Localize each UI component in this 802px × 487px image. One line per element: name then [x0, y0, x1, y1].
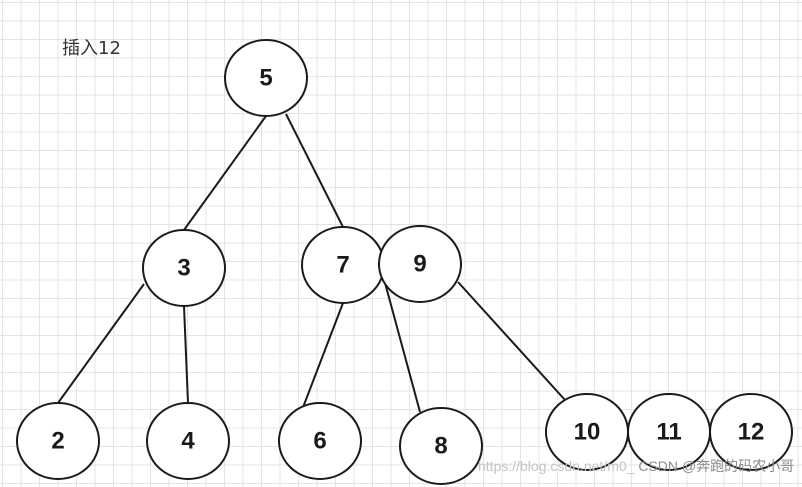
edge-layer: [57, 113, 566, 413]
node-label: 12: [738, 418, 765, 445]
tree-node-3: 3: [142, 229, 226, 307]
edge-5-7: [285, 113, 344, 228]
node-label: 10: [574, 418, 601, 445]
watermark: https://blog.csdn.net/m0_ CSDN @奔跑的码农小哥: [478, 456, 794, 476]
node-label: 11: [656, 418, 681, 445]
edge-3-2: [57, 283, 145, 404]
node-label: 6: [313, 427, 326, 454]
edge-5-3: [183, 115, 267, 231]
node-circle: [378, 225, 462, 303]
node-circle: [142, 229, 226, 307]
node-circle: [146, 402, 230, 480]
node-label: 2: [51, 427, 64, 454]
tree-node-4: 4: [146, 402, 230, 480]
node-circle: [224, 39, 308, 117]
tree-node-2: 2: [16, 402, 100, 480]
watermark-url: https://blog.csdn.net/m0_: [478, 458, 635, 474]
node-label: 3: [177, 254, 190, 281]
tree-node-12: 12: [709, 393, 793, 471]
diagram-caption: 插入12: [62, 38, 121, 59]
node-circle: [399, 407, 483, 485]
tree-node-5: 5: [224, 39, 308, 117]
node-circle: [709, 393, 793, 471]
node-label: 9: [413, 250, 426, 277]
node-label: 4: [181, 427, 195, 454]
node-label: 7: [336, 251, 349, 278]
tree-node-8: 8: [399, 407, 483, 485]
node-label: 5: [259, 64, 272, 91]
edge-7-6: [301, 302, 344, 411]
edge-9-10: [457, 281, 566, 401]
node-layer: 5 3 7 9 2 4 6 8 10 11 12: [16, 39, 793, 485]
node-circle: [16, 402, 100, 480]
edge-7-8: [380, 267, 421, 413]
edge-3-4: [183, 305, 189, 404]
tree-node-9: 9: [378, 225, 462, 303]
tree-node-7: 7: [301, 226, 385, 304]
watermark-author: CSDN @奔跑的码农小哥: [638, 458, 795, 474]
node-label: 8: [434, 432, 447, 459]
node-circle: [278, 402, 362, 480]
tree-node-6: 6: [278, 402, 362, 480]
